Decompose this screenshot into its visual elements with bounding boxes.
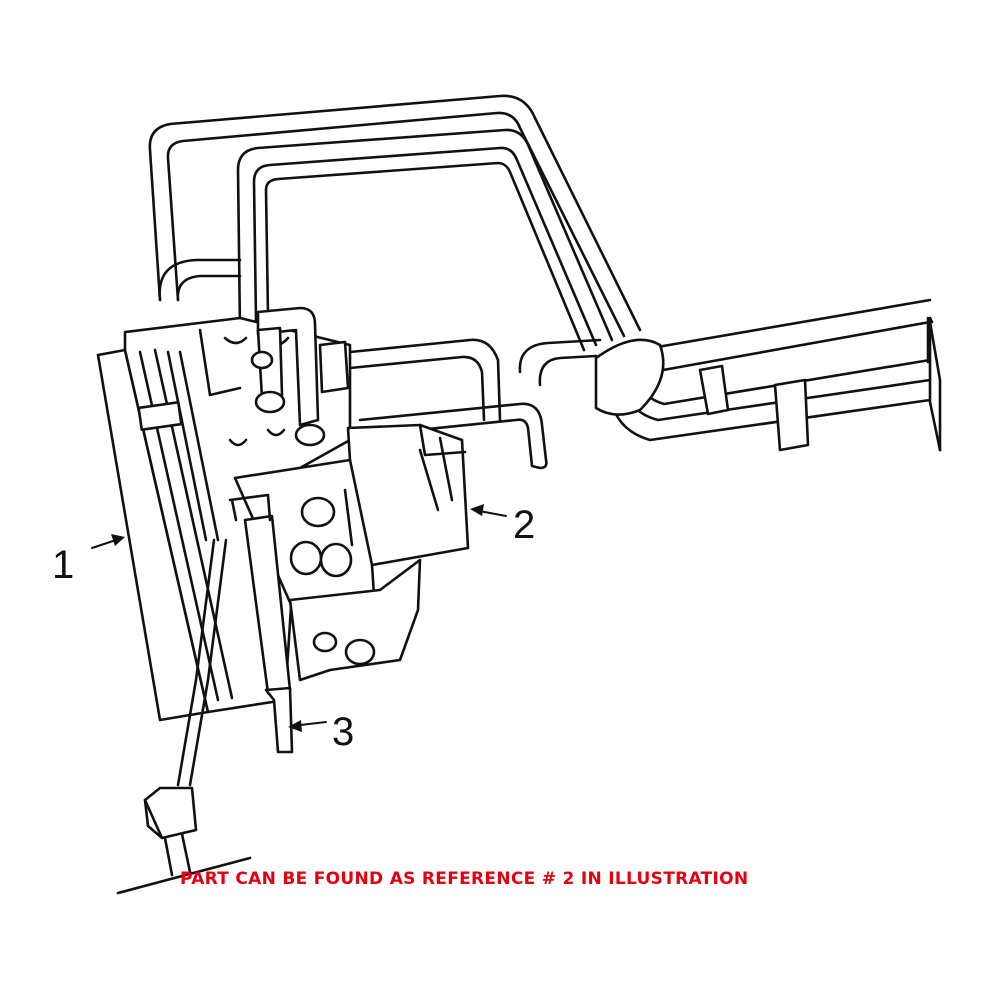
callout-2: 2 — [470, 503, 535, 547]
callout-1: 1 — [52, 534, 125, 587]
reference-note: PART CAN BE FOUND AS REFERENCE # 2 IN IL… — [180, 869, 749, 889]
callout-label-3: 3 — [332, 710, 354, 754]
hydraulic-control-unit — [233, 423, 470, 682]
port-fittings — [250, 306, 350, 447]
callout-label-2: 2 — [513, 503, 535, 547]
brake-lines — [148, 94, 942, 470]
callout-label-1: 1 — [52, 543, 74, 587]
sensor-lead — [116, 493, 294, 895]
callout-3: 3 — [288, 710, 354, 754]
